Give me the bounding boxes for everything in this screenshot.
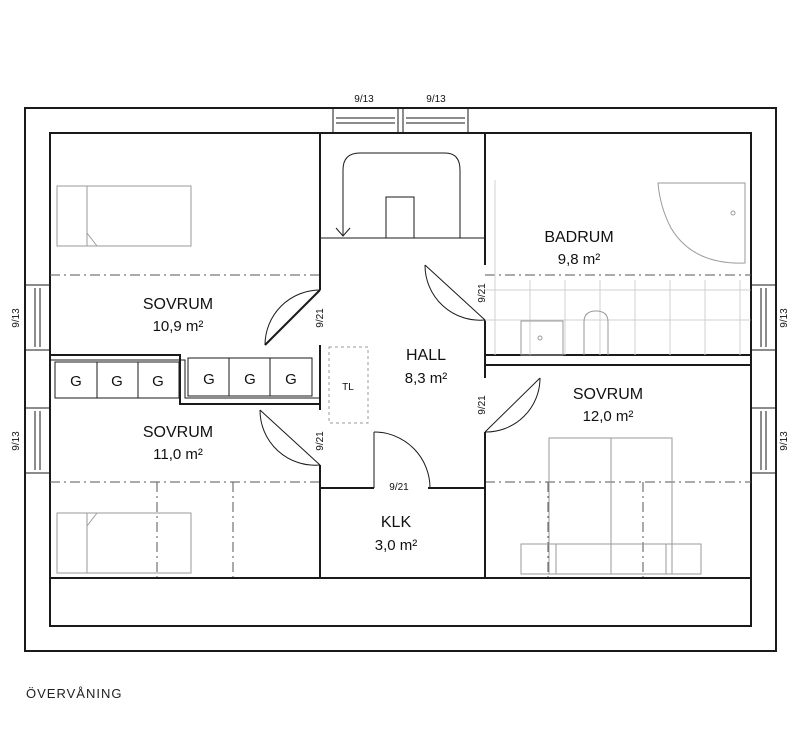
wardrobe-label: G [70, 373, 82, 390]
window-left-1 [24, 284, 51, 351]
room-area: 11,0 m² [153, 446, 203, 463]
bathtub [657, 182, 746, 264]
floor-caption: ÖVERVÅNING [26, 686, 123, 701]
room-name: SOVRUM [143, 296, 213, 313]
room-area: 8,3 m² [405, 370, 448, 387]
toilet [583, 310, 609, 355]
room-area: 10,9 m² [153, 318, 204, 335]
linen-closet [328, 346, 369, 424]
window-dim-label: 9/13 [11, 431, 22, 451]
outer-wall [24, 107, 777, 652]
room-name: SOVRUM [143, 424, 213, 441]
door-dim-label: 9/21 [315, 431, 326, 451]
bed-nw [56, 185, 192, 247]
door-badrum[interactable] [424, 264, 486, 321]
knee-wall-lines [50, 274, 751, 578]
wardrobe-label: G [111, 373, 123, 390]
window-dim-label: 9/13 [426, 94, 446, 105]
staircase [320, 152, 485, 239]
room-name: BADRUM [544, 229, 613, 246]
door-sovrum-sw[interactable] [259, 409, 321, 466]
room-area: 3,0 m² [375, 537, 418, 554]
bed-sw [56, 512, 192, 574]
bath-tiles [485, 180, 751, 355]
window-top-1 [332, 107, 399, 134]
door-dim-label: 9/21 [477, 283, 488, 303]
sink [520, 320, 564, 356]
window-top-2 [402, 107, 469, 134]
window-left-2 [24, 407, 51, 474]
room-area: 9,8 m² [558, 251, 601, 268]
window-dim-label: 9/13 [354, 94, 374, 105]
wardrobe-label: G [285, 371, 297, 388]
room-name: SOVRUM [573, 386, 643, 403]
room-area: 12,0 m² [583, 408, 634, 425]
wardrobe-label: G [152, 373, 164, 390]
door-dim-label: 9/21 [477, 395, 488, 415]
window-right-2 [750, 407, 777, 474]
wardrobes [54, 357, 313, 399]
window-dim-label: 9/13 [779, 431, 790, 451]
room-name: KLK [381, 514, 412, 531]
door-sovrum-e[interactable] [484, 377, 541, 433]
door-klk[interactable] [373, 431, 431, 489]
sink-drain [537, 335, 543, 341]
door-dim-label: 9/21 [389, 482, 409, 493]
bathtub-drain [730, 210, 736, 216]
door-dim-label: 9/21 [315, 308, 326, 328]
inner-wall [49, 132, 752, 627]
window-dim-label: 9/13 [779, 308, 790, 328]
window-dim-label: 9/13 [11, 308, 22, 328]
interior-walls [50, 133, 751, 579]
wardrobe-label: G [203, 371, 215, 388]
bed-e [520, 437, 702, 575]
linen-closet-label: TL [342, 382, 354, 393]
room-name: HALL [406, 347, 446, 364]
wardrobe-labels: G G G G G G [70, 371, 297, 390]
wardrobe-label: G [244, 371, 256, 388]
door-sovrum-nw[interactable] [264, 289, 321, 346]
window-right-1 [750, 284, 777, 351]
